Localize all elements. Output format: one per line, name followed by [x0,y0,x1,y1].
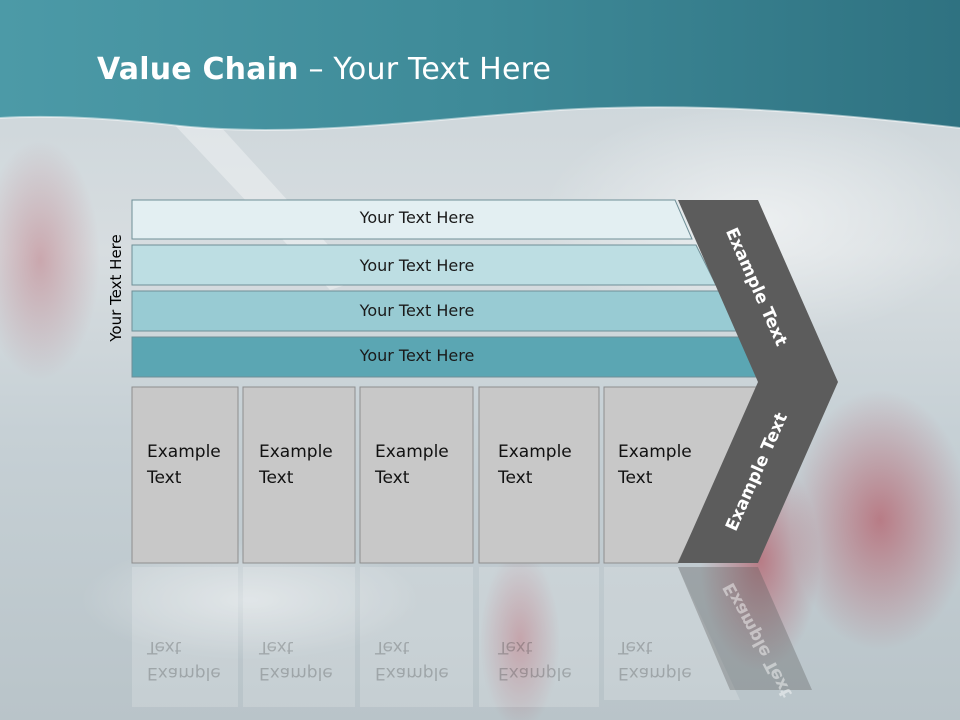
row-label-4: Your Text Here [359,346,475,365]
box-4 [478,386,600,564]
box-3 [359,386,474,564]
row-label-1: Your Text Here [359,208,475,227]
chevron-reflection [678,567,812,690]
box-1-line2: Text [147,468,182,488]
box-1 [131,386,239,564]
box-5-line2: Text [618,468,653,488]
row-bar-1 [131,199,693,240]
box-4-line1: Example [498,442,572,462]
row-label-2: Your Text Here [359,256,475,275]
box-4-line2: Text [498,468,533,488]
box-1-line1: Example [147,442,221,462]
box-2-line2: Text [259,468,294,488]
box-3-line1: Example [375,442,449,462]
margin-chevron [678,200,838,563]
primary-boxes [131,386,761,564]
title-bold: Value Chain [97,52,299,87]
box-3-line2: Text [375,468,410,488]
title-rest: – Your Text Here [298,52,552,87]
box-5-line1: Example [618,442,692,462]
box-2 [242,386,356,564]
page-title: Value Chain – Your Text Here [97,52,551,87]
activity-rows [131,199,764,378]
box-2-line1: Example [259,442,333,462]
reflection [132,567,740,707]
row-label-3: Your Text Here [359,301,475,320]
